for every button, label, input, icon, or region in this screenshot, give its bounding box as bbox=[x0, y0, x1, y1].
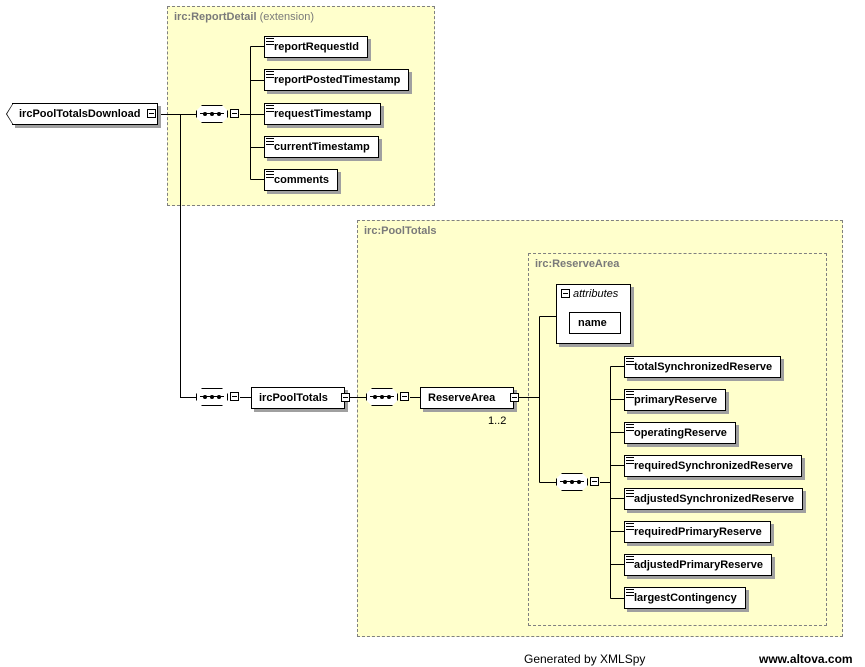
element-reserve-area[interactable]: ReserveArea bbox=[420, 387, 519, 409]
sequence-compositor-pool-totals[interactable] bbox=[366, 388, 409, 408]
attributes-title: attributes bbox=[573, 288, 619, 300]
element-request-timestamp[interactable]: requestTimestamp bbox=[264, 103, 381, 125]
element-adjusted-synchronized-reserve[interactable]: adjustedSynchronizedReserve bbox=[624, 488, 804, 510]
element-label: ircPoolTotals bbox=[259, 392, 328, 404]
element-required-primary-reserve[interactable]: requiredPrimaryReserve bbox=[624, 521, 771, 543]
element-primary-reserve[interactable]: primaryReserve bbox=[624, 389, 727, 411]
element-label: reportPostedTimestamp bbox=[274, 74, 401, 86]
element-adjusted-primary-reserve[interactable]: adjustedPrimaryReserve bbox=[624, 554, 773, 576]
group-title-reserve-area: irc:ReserveArea bbox=[535, 258, 620, 270]
reserve-area-multiplicity: 1..2 bbox=[488, 415, 507, 427]
element-label: totalSynchronizedReserve bbox=[634, 361, 773, 373]
root-element[interactable]: ircPoolTotalsDownload bbox=[6, 103, 158, 125]
attributes-box: attributes name bbox=[556, 284, 631, 344]
sequence-collapse-toggle[interactable] bbox=[400, 392, 409, 401]
reserve-area-collapse-toggle[interactable] bbox=[510, 393, 519, 402]
element-label: requiredPrimaryReserve bbox=[634, 526, 762, 538]
element-irc-pool-totals[interactable]: ircPoolTotals bbox=[251, 387, 350, 409]
group-title-pool-totals: irc:PoolTotals bbox=[364, 225, 437, 237]
sequence-compositor-bottom[interactable] bbox=[196, 388, 239, 408]
collapse-icon[interactable] bbox=[561, 289, 570, 298]
element-current-timestamp[interactable]: currentTimestamp bbox=[264, 136, 379, 158]
element-label: requestTimestamp bbox=[274, 108, 372, 120]
element-label: currentTimestamp bbox=[274, 141, 370, 153]
sequence-collapse-toggle[interactable] bbox=[230, 392, 239, 401]
element-operating-reserve[interactable]: operatingReserve bbox=[624, 422, 736, 444]
root-element-label: ircPoolTotalsDownload bbox=[19, 108, 141, 120]
element-label: requiredSynchronizedReserve bbox=[634, 460, 793, 472]
generated-by-text: Generated by XMLSpy bbox=[524, 652, 646, 666]
root-collapse-toggle[interactable] bbox=[147, 109, 156, 118]
sequence-compositor-reserve-area[interactable] bbox=[556, 473, 599, 493]
element-label: primaryReserve bbox=[634, 394, 718, 406]
element-required-synchronized-reserve[interactable]: requiredSynchronizedReserve bbox=[624, 455, 802, 477]
element-report-request-id[interactable]: reportRequestId bbox=[264, 36, 368, 58]
attribute-name[interactable]: name bbox=[569, 312, 621, 334]
altova-link[interactable]: www.altova.com bbox=[759, 652, 853, 666]
group-title-report-detail: irc:ReportDetail (extension) bbox=[174, 11, 315, 23]
element-label: operatingReserve bbox=[634, 427, 727, 439]
element-comments[interactable]: comments bbox=[264, 169, 339, 191]
element-report-posted-timestamp[interactable]: reportPostedTimestamp bbox=[264, 69, 410, 91]
element-label: adjustedSynchronizedReserve bbox=[634, 493, 795, 505]
sequence-collapse-toggle[interactable] bbox=[230, 109, 239, 118]
element-label: largestContingency bbox=[634, 592, 737, 604]
element-largest-contingency[interactable]: largestContingency bbox=[624, 587, 746, 609]
sequence-collapse-toggle[interactable] bbox=[590, 477, 599, 486]
element-label: ReserveArea bbox=[428, 392, 496, 404]
element-total-synchronized-reserve[interactable]: totalSynchronizedReserve bbox=[624, 356, 782, 378]
element-label: adjustedPrimaryReserve bbox=[634, 559, 764, 571]
element-label: reportRequestId bbox=[274, 41, 359, 53]
element-label: comments bbox=[274, 174, 330, 186]
pool-totals-collapse-toggle[interactable] bbox=[340, 393, 350, 402]
attributes-header[interactable]: attributes bbox=[561, 288, 618, 300]
attribute-label: name bbox=[578, 317, 607, 329]
sequence-compositor-top[interactable] bbox=[196, 105, 239, 125]
